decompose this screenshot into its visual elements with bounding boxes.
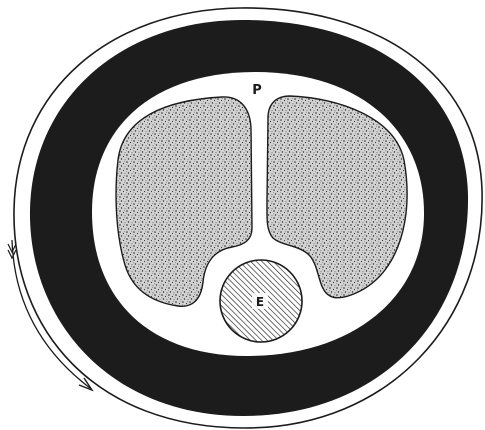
label-e: E [256, 295, 264, 309]
label-p: P [252, 83, 262, 98]
